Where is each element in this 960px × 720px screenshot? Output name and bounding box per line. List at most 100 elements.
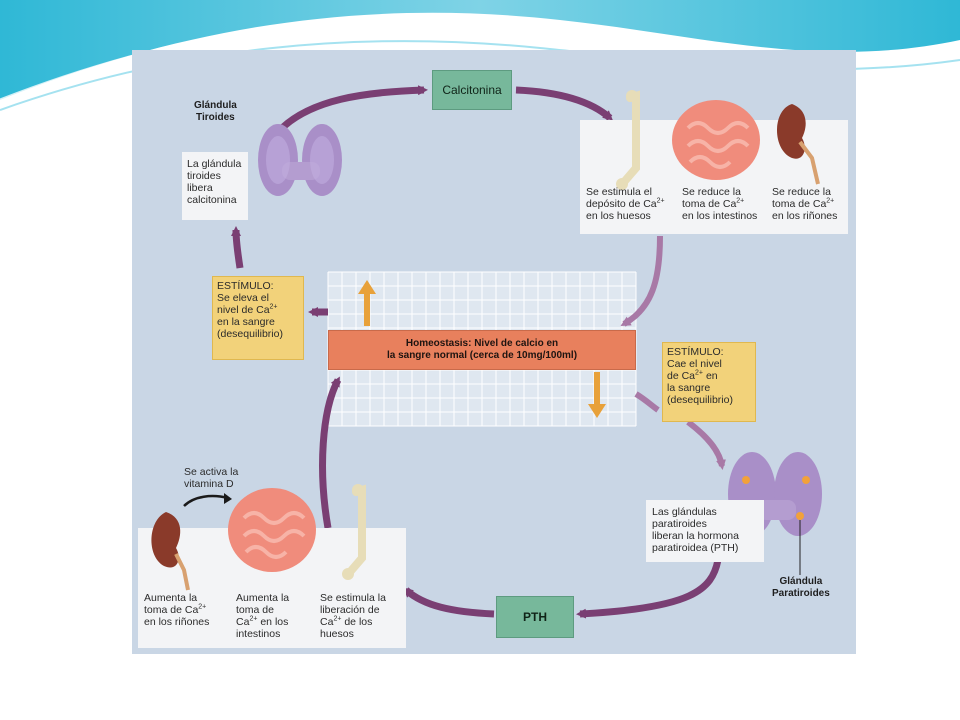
charge-superscript: 2+	[656, 197, 665, 205]
kidney-icon	[777, 104, 820, 185]
stimulus-text: de Ca	[667, 370, 696, 382]
effect-line: intestinos	[236, 628, 281, 640]
bottom-effect-intestine: Aumenta la toma de Ca2+ en los intestino…	[236, 592, 289, 640]
calcium-homeostasis-diagram: Glándula Tiroides La glándula tiroides l…	[132, 50, 856, 654]
arrow-effects-to-homeostasis	[620, 235, 663, 327]
calcitonin-box: Calcitonina	[432, 70, 512, 110]
effect-line: liberación de	[320, 604, 380, 616]
bone-icon	[342, 484, 366, 580]
arrow-homeostasis-to-stimulus-fall	[634, 391, 660, 413]
intestine-icon	[672, 100, 760, 180]
parathyroid-gland-icon	[728, 452, 822, 575]
parathyroid-title-line1: Glándula	[779, 576, 823, 587]
top-effect-bone: Se estimula el depósito de Ca2+ en los h…	[586, 186, 665, 222]
thyroid-desc-line: La glándula	[187, 158, 242, 170]
stimulus-line: (desequilibrio)	[667, 394, 733, 406]
effect-line: Se estimula el	[586, 186, 652, 198]
stimulus-line: la sangre	[667, 382, 711, 394]
stimulus-line: nivel de Ca2+	[217, 303, 299, 317]
stimulus-rise-box: ESTÍMULO: Se eleva el nivel de Ca2+ en l…	[212, 276, 304, 360]
thyroid-description-box	[182, 152, 248, 220]
vitamin-d-label: Se activa la vitamina D	[184, 466, 238, 490]
parathyroid-desc-line: Las glándulas	[652, 506, 717, 518]
effect-line: toma de Ca2+	[144, 604, 209, 617]
stimulus-rise-text: ESTÍMULO: Se eleva el nivel de Ca2+ en l…	[217, 280, 299, 340]
homeostasis-banner: Homeostasis: Nivel de calcio en la sangr…	[328, 330, 636, 370]
effect-line: Aumenta la	[144, 592, 198, 604]
effect-line: Se estimula la	[320, 592, 386, 604]
effect-text: en los	[260, 616, 289, 628]
parathyroid-title-line2: Paratiroides	[772, 588, 830, 599]
thyroid-desc-line: tiroides	[187, 170, 221, 182]
arrow-calcitonin-to-effects	[515, 86, 613, 121]
calcitonin-label: Calcitonina	[442, 83, 502, 97]
effect-line: en los huesos	[586, 210, 651, 222]
vitamin-d-line: Se activa la	[184, 466, 239, 478]
arrow-thyroid-to-calcitonin	[279, 85, 428, 131]
arrow-effects-to-homeostasis-left	[319, 376, 342, 529]
arrow-stimulus-fall-to-parathyroid	[686, 419, 726, 470]
stimulus-line: de Ca2+ en	[667, 370, 751, 383]
charge-superscript: 2+	[249, 615, 258, 623]
effect-text: toma de Ca	[144, 604, 199, 616]
arrow-stimulus-rise-to-thyroid	[231, 226, 244, 269]
thyroid-gland-icon	[258, 124, 342, 196]
parathyroid-desc-line: paratiroidea (PTH)	[652, 542, 739, 554]
parathyroid-desc-line: paratiroides	[652, 518, 707, 530]
effect-line: toma de	[236, 604, 274, 616]
thyroid-title-line2: Tiroides	[196, 112, 235, 123]
arrow-parathyroid-to-pth	[576, 559, 722, 619]
parathyroid-description-box	[646, 500, 764, 562]
charge-superscript: 2+	[269, 303, 278, 311]
charge-superscript: 2+	[333, 615, 342, 623]
effect-line: huesos	[320, 628, 354, 640]
fall-arrow-icon	[588, 372, 606, 418]
effect-line: Se reduce la	[682, 186, 741, 198]
effect-line: Aumenta la	[236, 592, 290, 604]
top-effect-intestine: Se reduce la toma de Ca2+ en los intesti…	[682, 186, 757, 222]
kidney-icon	[151, 512, 190, 591]
thyroid-title-line1: Glándula	[194, 100, 237, 111]
effect-text: toma de Ca	[772, 198, 827, 210]
effect-text: Ca	[320, 616, 334, 628]
effect-line: toma de Ca2+	[682, 197, 757, 211]
bottom-effect-bone: Se estimula la liberación de Ca2+ de los…	[320, 592, 386, 640]
stimulus-line: ESTÍMULO:	[217, 280, 274, 292]
parathyroid-desc-line: liberan la hormona	[652, 530, 739, 542]
effect-line: en los intestinos	[682, 210, 758, 222]
parathyroid-description: Las glándulas paratiroides liberan la ho…	[652, 506, 739, 554]
effect-line: en los riñones	[144, 616, 210, 628]
stimulus-text: en	[705, 370, 718, 382]
parathyroid-title: Glándula Paratiroides	[772, 576, 830, 600]
charge-superscript: 2+	[736, 197, 745, 205]
stimulus-fall-box: ESTÍMULO: Cae el nivel de Ca2+ en la san…	[662, 342, 756, 422]
effect-text: depósito de Ca	[586, 198, 657, 210]
thyroid-desc-line: calcitonina	[187, 194, 237, 206]
effect-line: Ca2+ de los	[320, 615, 386, 629]
bone-icon	[616, 90, 640, 190]
thyroid-title: Glándula Tiroides	[194, 100, 237, 124]
effect-line: Ca2+ en los	[236, 615, 289, 629]
homeostasis-line1: Homeostasis: Nivel de calcio en	[405, 338, 559, 349]
effect-line: Se reduce la	[772, 186, 831, 198]
vitamin-d-arrow	[183, 494, 229, 507]
pth-label: PTH	[523, 610, 547, 624]
effect-line: depósito de Ca2+	[586, 197, 665, 211]
thyroid-desc-line: libera	[187, 182, 213, 194]
pth-box: PTH	[496, 596, 574, 638]
rise-arrow-icon	[358, 280, 376, 326]
top-effect-kidney: Se reduce la toma de Ca2+ en los riñones	[772, 186, 837, 222]
stimulus-line: Se eleva el	[217, 292, 269, 304]
feedback-arrows	[183, 85, 726, 619]
stimulus-text: nivel de Ca	[217, 304, 270, 316]
charge-superscript: 2+	[826, 197, 835, 205]
effect-text: Ca	[236, 616, 250, 628]
effect-line: toma de Ca2+	[772, 197, 837, 211]
organ-illustrations	[138, 90, 848, 648]
bottom-effect-kidney: Aumenta la toma de Ca2+ en los riñones	[144, 592, 209, 628]
homeostasis-line2: la sangre normal (cerca de 10mg/100ml)	[386, 350, 578, 361]
stimulus-fall-text: ESTÍMULO: Cae el nivel de Ca2+ en la san…	[667, 346, 751, 406]
stimulus-line: Cae el nivel	[667, 358, 722, 370]
stimulus-line: ESTÍMULO:	[667, 346, 724, 358]
thyroid-description: La glándula tiroides libera calcitonina	[187, 158, 241, 206]
